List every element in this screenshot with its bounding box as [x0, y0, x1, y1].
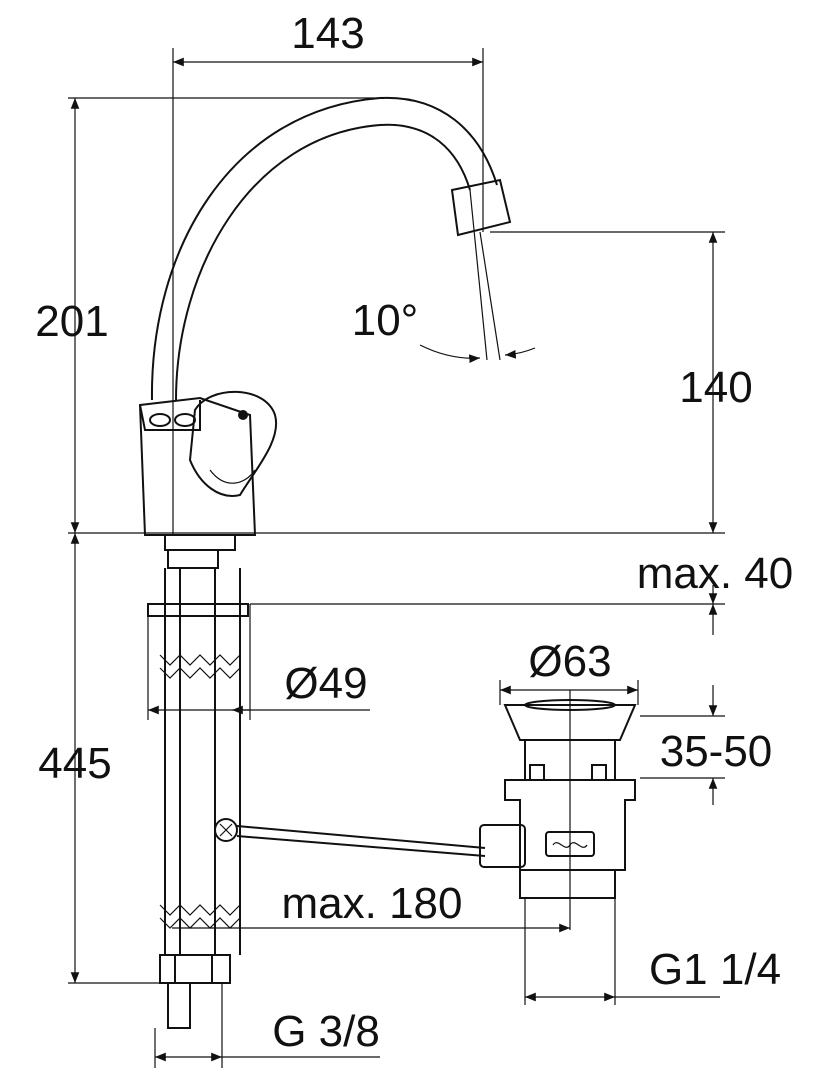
- label-shank-length: 445: [38, 739, 111, 788]
- label-body-diameter: Ø49: [284, 659, 367, 708]
- label-basin-thickness: 35-50: [660, 727, 773, 776]
- pop-up-waste: [479, 690, 637, 930]
- label-max-counter-thickness: max. 40: [637, 549, 794, 598]
- label-waste-diameter: Ø63: [528, 637, 611, 686]
- label-waste-thread: G1 1/4: [649, 945, 781, 994]
- extension-lines: [68, 48, 725, 1068]
- label-max-rod-distance: max. 180: [282, 879, 463, 928]
- label-connection-thread: G 3/8: [272, 1007, 380, 1056]
- dimension-lines: [70, 57, 720, 1062]
- label-spout-height-total: 201: [35, 297, 108, 346]
- label-swivel-angle: 10°: [352, 296, 419, 345]
- label-spout-reach: 143: [291, 9, 364, 58]
- dimension-labels: 143 201 10° 140 max. 40 Ø63 Ø49 35-50 44…: [35, 9, 793, 1056]
- label-spout-outlet-height: 140: [679, 363, 752, 412]
- faucet: [138, 96, 512, 1029]
